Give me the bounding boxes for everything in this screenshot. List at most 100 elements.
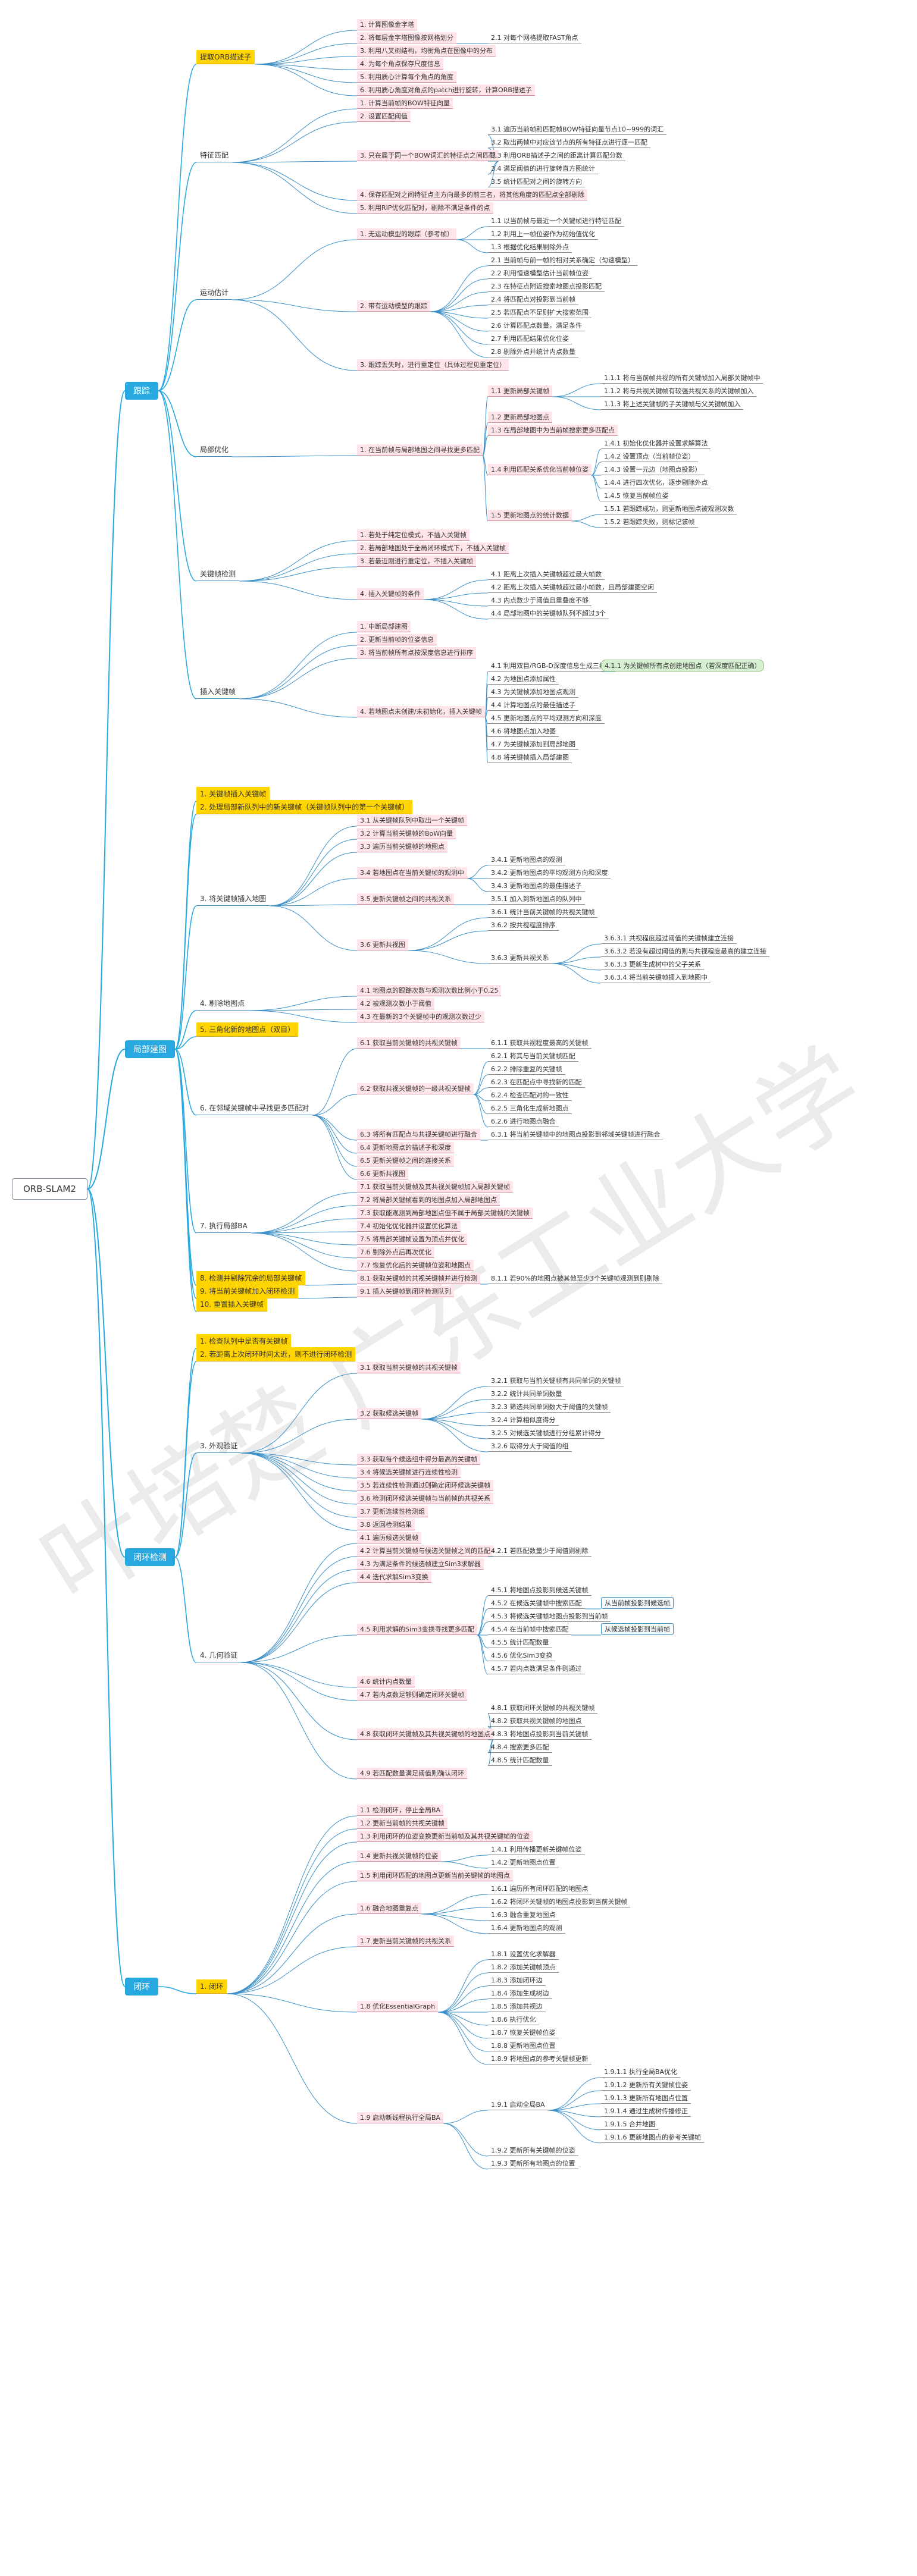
- step-node[interactable]: 2. 若距离上次闭环时间太近，则不进行闭环检测: [196, 1347, 356, 1361]
- detail-node[interactable]: 1.9.3 更新所有地图点的位置: [488, 2158, 578, 2169]
- detail-node[interactable]: 6.3 将所有匹配点与共视关键帧进行融合: [357, 1128, 480, 1140]
- detail-node[interactable]: 1.8.2 添加关键帧顶点: [488, 1962, 559, 1973]
- detail-node[interactable]: 1.4.1 利用传播更新关键帧位姿: [488, 1844, 585, 1855]
- detail-node[interactable]: 1.9.1.6 更新地图点的参考关键帧: [601, 2132, 704, 2143]
- step-node[interactable]: 4. 几何验证: [196, 1648, 242, 1662]
- detail-node[interactable]: 1. 中断局部建图: [357, 620, 411, 632]
- detail-node[interactable]: 1.2 更新局部地图点: [488, 411, 552, 423]
- detail-node[interactable]: 7.1 获取当前关键帧及其共视关键帧加入局部关键帧: [357, 1181, 513, 1193]
- detail-node[interactable]: 3.1 获取当前关键帧的共视关键帧: [357, 1361, 461, 1373]
- detail-node[interactable]: 6.2.5 三角化生成新地图点: [488, 1103, 572, 1114]
- detail-node[interactable]: 3.1 从关键帧队列中取出一个关键帧: [357, 814, 467, 826]
- detail-node[interactable]: 4.5.2 在候选关键帧中搜索匹配: [488, 1598, 585, 1609]
- detail-node[interactable]: 9.1 插入关键帧到闭环检测队列: [357, 1285, 454, 1297]
- detail-node[interactable]: 3. 只在属于同一个BOW词汇的特征点之间匹配: [357, 149, 499, 161]
- detail-node[interactable]: 6.2 获取共视关键帧的一级共视关键帧: [357, 1083, 474, 1094]
- detail-node[interactable]: 4.5 更新地图点的平均观测方向和深度: [488, 713, 605, 724]
- step-node[interactable]: 1. 关键帧插入关键帧: [196, 787, 270, 801]
- detail-node[interactable]: 4.4 迭代求解Sim3变换: [357, 1571, 431, 1583]
- detail-node[interactable]: 4.5.7 若内点数满足条件则通过: [488, 1663, 585, 1674]
- detail-node[interactable]: 1.9 启动新线程执行全局BA: [357, 2111, 444, 2123]
- detail-node[interactable]: 1.4 利用匹配关系优化当前帧位姿: [488, 463, 591, 475]
- step-node[interactable]: 特征匹配: [196, 148, 233, 162]
- detail-node[interactable]: 7.6 剔除外点后再次优化: [357, 1246, 434, 1258]
- detail-node[interactable]: 4.5.5 统计匹配数量: [488, 1637, 552, 1648]
- detail-node[interactable]: 3.5 若连续性检测通过则确定闭环候选关键帧: [357, 1479, 493, 1491]
- detail-node[interactable]: 2. 若局部地图处于全局闭环模式下，不插入关键帧: [357, 542, 509, 554]
- detail-node[interactable]: 3.3 利用ORB描述子之间的距离计算匹配分数: [488, 150, 625, 161]
- step-node[interactable]: 6. 在邻域关键帧中寻找更多匹配对: [196, 1101, 313, 1115]
- detail-node[interactable]: 1.3 利用闭环的位姿变换更新当前帧及其共视关键帧的位姿: [357, 1830, 533, 1842]
- detail-node[interactable]: 4.2.1 若匹配数量少于阈值则剔除: [488, 1545, 591, 1557]
- detail-node[interactable]: 1. 若处于纯定位模式，不插入关键帧: [357, 529, 470, 541]
- step-node[interactable]: 1. 闭环: [196, 1979, 227, 1994]
- detail-node[interactable]: 1. 无运动模型的跟踪（参考帧）: [357, 228, 456, 240]
- detail-node[interactable]: 4.2 计算当前关键帧与候选关键帧之间的匹配: [357, 1545, 493, 1557]
- detail-node[interactable]: 1. 在当前帧与局部地图之间寻找更多匹配: [357, 444, 483, 456]
- detail-node[interactable]: 4.1 距离上次插入关键帧超过最大帧数: [488, 569, 605, 580]
- detail-node[interactable]: 1.8.9 将地图点的参考关键帧更新: [488, 2053, 591, 2064]
- detail-node[interactable]: 3.2 计算当前关键帧的BoW向量: [357, 827, 456, 839]
- detail-node[interactable]: 4.8 将关键帧插入局部建图: [488, 752, 572, 763]
- detail-node[interactable]: 7.7 恢复优化后的关键帧位姿和地图点: [357, 1259, 474, 1271]
- detail-node[interactable]: 4.3 内点数少于阈值且重叠度不够: [488, 595, 591, 606]
- detail-node[interactable]: 1.1.1 将与当前帧共视的所有关键帧加入局部关键帧中: [601, 372, 763, 384]
- detail-node[interactable]: 1.6 融合地图重复点: [357, 1902, 421, 1914]
- detail-node[interactable]: 3.2.1 获取与当前关键帧有共同单词的关键帧: [488, 1375, 624, 1386]
- detail-node[interactable]: 5. 利用RIP优化匹配对，剔除不满足条件的点: [357, 202, 493, 214]
- detail-node[interactable]: 4.8.2 获取共视关键帧的地图点: [488, 1715, 585, 1727]
- detail-node[interactable]: 1. 计算当前帧的BOW特征向量: [357, 97, 453, 109]
- detail-node[interactable]: 7.5 将局部关键帧设置为顶点并优化: [357, 1233, 467, 1245]
- detail-node[interactable]: 4.1.1 为关键帧所有点创建地图点（若深度匹配正确）: [601, 660, 765, 672]
- step-node[interactable]: 4. 剔除地图点: [196, 996, 249, 1011]
- step-node[interactable]: 3. 将关键帧插入地图: [196, 892, 270, 906]
- detail-node[interactable]: 1.6.2 将闭环关键帧的地图点投影到当前关键帧: [488, 1896, 631, 1907]
- detail-node[interactable]: 2. 设置匹配阈值: [357, 110, 411, 122]
- detail-node[interactable]: 1.5.2 若跟踪失败，则标记该帧: [601, 516, 698, 528]
- detail-node[interactable]: 3.6 检测闭环候选关键帧与当前帧的共视关系: [357, 1492, 493, 1504]
- detail-node[interactable]: 1.1.2 将与共视关键帧有较强共视关系的关键帧加入: [601, 385, 757, 397]
- detail-node[interactable]: 1.9.1.2 更新所有关键帧位姿: [601, 2079, 691, 2091]
- detail-node[interactable]: 1.8 优化EssentialGraph: [357, 2000, 439, 2012]
- step-node[interactable]: 5. 三角化新的地图点（双目）: [196, 1022, 299, 1037]
- detail-node[interactable]: 4.5.1 将地图点投影到候选关键帧: [488, 1584, 591, 1596]
- detail-node[interactable]: 4.1 利用双目/RGB-D深度信息生成三维点: [488, 660, 615, 672]
- detail-node[interactable]: 4.2 为地图点添加属性: [488, 673, 559, 685]
- detail-node[interactable]: 从候选帧投影到当前帧: [601, 1623, 674, 1635]
- detail-node[interactable]: 4.8 获取闭环关键帧及其共视关键帧的地图点: [357, 1728, 493, 1740]
- detail-node[interactable]: 1.9.1.3 更新所有地图点位置: [601, 2092, 691, 2104]
- detail-node[interactable]: 1.4.1 初始化优化器并设置求解算法: [601, 438, 711, 449]
- detail-node[interactable]: 1.1 以当前帧与最近一个关键帧进行特征匹配: [488, 215, 624, 227]
- detail-node[interactable]: 3.5 统计匹配对之间的旋转方向: [488, 176, 585, 187]
- detail-node[interactable]: 4.5.4 在当前帧中搜索匹配: [488, 1624, 572, 1635]
- detail-node[interactable]: 1.1 检测闭环，停止全局BA: [357, 1804, 444, 1816]
- detail-node[interactable]: 3.4 若地图点在当前关键帧的观测中: [357, 867, 467, 878]
- detail-node[interactable]: 4.7 若内点数足够则确定闭环关键帧: [357, 1689, 467, 1700]
- detail-node[interactable]: 4.3 为满足条件的候选帧建立Sim3求解器: [357, 1558, 484, 1570]
- step-node[interactable]: 关键帧检测: [196, 567, 240, 581]
- detail-node[interactable]: 3. 若最近刚进行重定位，不插入关键帧: [357, 555, 476, 567]
- detail-node[interactable]: 8.1 获取关键帧的共视关键帧并进行检测: [357, 1272, 480, 1284]
- detail-node[interactable]: 1.2 利用上一帧位姿作为初始值优化: [488, 228, 598, 240]
- detail-node[interactable]: 1.6.4 更新地图点的观测: [488, 1922, 565, 1934]
- detail-node[interactable]: 1.1.3 将上述关键帧的子关键帧与父关键帧加入: [601, 399, 744, 410]
- detail-node[interactable]: 3.2.4 计算相似度得分: [488, 1414, 559, 1426]
- detail-node[interactable]: 3.8 返回检测结果: [357, 1518, 415, 1530]
- detail-node[interactable]: 3.4.2 更新地图点的平均观测方向和深度: [488, 867, 611, 878]
- step-node[interactable]: 局部优化: [196, 443, 233, 457]
- detail-node[interactable]: 3.4 将候选关键帧进行连续性检测: [357, 1466, 461, 1478]
- step-node[interactable]: 8. 检测并剔除冗余的局部关键帧: [196, 1271, 306, 1285]
- detail-node[interactable]: 1.9.1.1 执行全局BA优化: [601, 2066, 681, 2078]
- detail-node[interactable]: 1.4 更新共视关键帧的位姿: [357, 1850, 441, 1862]
- detail-node[interactable]: 1.4.2 更新地图点位置: [488, 1857, 559, 1868]
- step-node[interactable]: 1. 检查队列中是否有关键帧: [196, 1334, 292, 1348]
- detail-node[interactable]: 3.4.1 更新地图点的观测: [488, 854, 565, 865]
- detail-node[interactable]: 6. 利用质心角度对角点的patch进行旋转，计算ORB描述子: [357, 84, 535, 96]
- branch-tracking[interactable]: 跟踪: [125, 382, 158, 400]
- detail-node[interactable]: 1.3 在局部地图中为当前帧搜索更多匹配点: [488, 424, 618, 436]
- detail-node[interactable]: 4.2 被观测次数小于阈值: [357, 997, 434, 1009]
- detail-node[interactable]: 4.3 为关键帧添加地图点观测: [488, 686, 578, 698]
- detail-node[interactable]: 1.4.2 设置顶点（当前帧位姿）: [601, 451, 698, 462]
- detail-node[interactable]: 3.2.6 取得分大于阈值的组: [488, 1441, 572, 1452]
- detail-node[interactable]: 1.9.1.4 通过生成树传播修正: [601, 2106, 691, 2117]
